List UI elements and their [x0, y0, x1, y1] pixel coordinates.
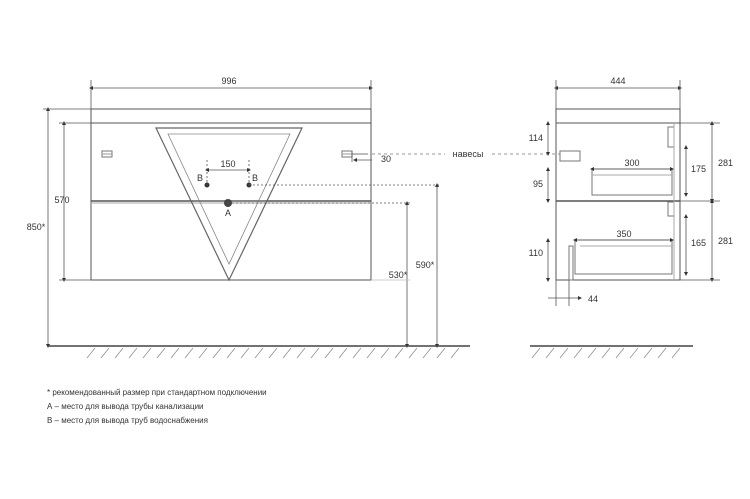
floor-hatch-line: [100, 347, 110, 359]
floor-hatch-line: [380, 347, 390, 359]
label-water-left: B: [197, 173, 203, 183]
floor-hatch-line: [296, 347, 306, 359]
front-triangle-outer: [155, 127, 303, 282]
dim-pipe-spacing: 150: [220, 159, 235, 169]
dim-drain-height: 530*: [389, 270, 408, 280]
side-floor-hatch: [531, 347, 681, 359]
floor-hatch-line: [324, 347, 334, 359]
dim-depth: 444: [610, 76, 625, 86]
floor-hatch-line: [531, 347, 541, 359]
dim-height-total: 850*: [27, 222, 46, 232]
floor-hatch-line: [310, 347, 320, 359]
dim-cabinet-height: 570: [54, 195, 69, 205]
side-hanger: [559, 150, 581, 162]
floor-hatch-line: [436, 347, 446, 359]
label-drain: A: [225, 208, 231, 218]
floor-hatch-line: [573, 347, 583, 359]
dim-drawer-bottom-depth: 350: [616, 229, 631, 239]
side-countertop: [555, 108, 681, 124]
floor-hatch-line: [615, 347, 625, 359]
dim-hanger-spacing-bottom: 281: [718, 236, 733, 246]
floor-hatch-line: [142, 347, 152, 359]
floor-hatch-line: [657, 347, 667, 359]
floor-hatch-line: [268, 347, 278, 359]
dim-width: 996: [221, 76, 236, 86]
dim-bottom-gap: 110: [529, 248, 543, 258]
dim-back-offset: 44: [588, 294, 598, 304]
dim-water-height: 590*: [416, 260, 435, 270]
floor-hatch-line: [240, 347, 250, 359]
side-view: [555, 108, 681, 281]
floor-hatch-line: [545, 347, 555, 359]
floor-hatch-line: [422, 347, 432, 359]
front-view: [90, 108, 372, 282]
note-drain: А – место для вывода трубы канализации: [47, 402, 204, 411]
note-water: B – место для вывода труб водоснабжения: [47, 416, 208, 425]
floor-hatch-line: [629, 347, 639, 359]
floor-hatch-line: [587, 347, 597, 359]
notes: * рекомендованный размер при стандартном…: [47, 386, 267, 428]
dim-mid-gap: 95: [533, 179, 543, 189]
floor-hatch-line: [282, 347, 292, 359]
front-countertop: [90, 108, 372, 124]
dim-drawer-top-height: 175: [691, 164, 706, 174]
floor-hatch-line: [170, 347, 180, 359]
floor-hatch-line: [198, 347, 208, 359]
floor-hatch-line: [352, 347, 362, 359]
side-dimensions: [546, 80, 720, 306]
dim-hanger-spacing-top: 281: [718, 158, 733, 168]
dim-drawer-top-depth: 300: [624, 158, 639, 168]
dim-hanger-offset: 30: [381, 154, 391, 164]
floor-hatch-line: [559, 347, 569, 359]
label-hangers: навесы: [453, 149, 484, 159]
floor-hatch-line: [212, 347, 222, 359]
floor-hatch-line: [226, 347, 236, 359]
floor-hatch-line: [114, 347, 124, 359]
front-floor-hatch: [86, 347, 460, 359]
floor-hatch-line: [450, 347, 460, 359]
floor-hatch-line: [601, 347, 611, 359]
floor-hatch-line: [394, 347, 404, 359]
floor-hatch-line: [86, 347, 96, 359]
label-water-right: B: [252, 173, 258, 183]
floor-hatch-line: [128, 347, 138, 359]
floor-hatch-line: [643, 347, 653, 359]
side-drawer-bottom: [574, 239, 673, 275]
floor-hatch-line: [254, 347, 264, 359]
dim-drawer-bottom-height: 165: [691, 238, 706, 248]
note-recommended: * рекомендованный размер при стандартном…: [47, 388, 267, 397]
floor-hatch-line: [338, 347, 348, 359]
floor-hatch-line: [184, 347, 194, 359]
dim-top-gap: 114: [529, 133, 543, 143]
front-dimensions: [43, 80, 440, 348]
side-drawer-top: [591, 168, 673, 196]
floor-hatch-line: [671, 347, 681, 359]
floor-hatch-line: [366, 347, 376, 359]
front-triangle-inner: [167, 133, 291, 265]
floor-hatch-line: [408, 347, 418, 359]
floor-hatch-line: [156, 347, 166, 359]
side-back-panel: [667, 126, 675, 148]
